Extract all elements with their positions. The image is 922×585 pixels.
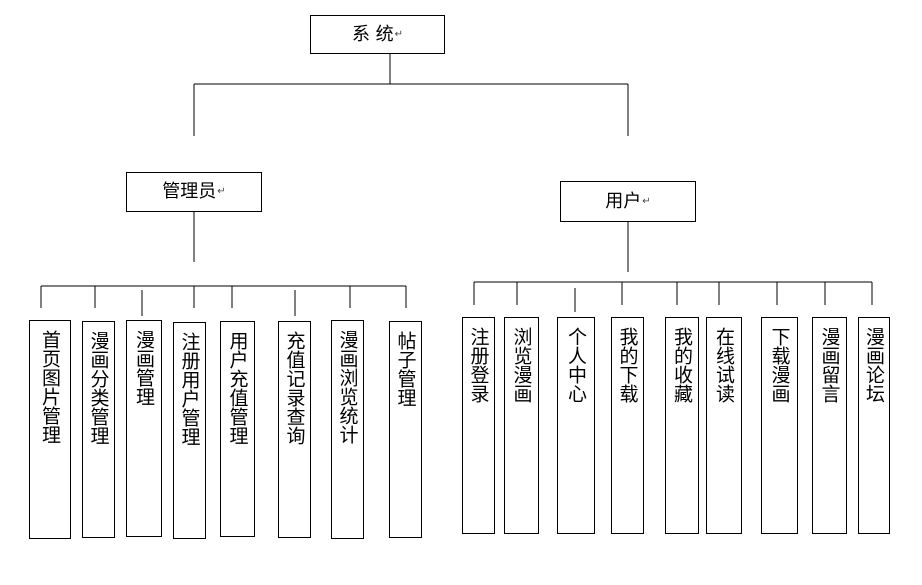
leaf-comic-management: 漫画管理 [126, 320, 162, 537]
leaf-label: 漫画管理 [133, 330, 155, 406]
leaf-label: 首页图片管理 [39, 330, 61, 444]
leaf-my-favorites: 我的收藏 [665, 317, 699, 534]
leaf-user-recharge-management: 用户充值管理 [220, 321, 255, 537]
leaf-label: 个人中心 [565, 327, 587, 403]
leaf-label: 漫画浏览统计 [336, 330, 359, 444]
paragraph-mark-icon: ↵ [394, 28, 404, 40]
leaf-online-preview: 在线试读 [706, 317, 742, 534]
leaf-label: 在线试读 [713, 327, 735, 403]
branch-admin-label: 管理员 [162, 181, 217, 202]
leaf-comic-category-management: 漫画分类管理 [82, 321, 115, 538]
leaf-label: 下载漫画 [768, 327, 791, 403]
leaf-label: 注册用户管理 [178, 332, 201, 446]
leaf-label: 浏览漫画 [510, 327, 533, 403]
leaf-personal-center: 个人中心 [557, 317, 595, 534]
leaf-comic-forum: 漫画论坛 [858, 317, 890, 534]
root-node-system: 系 统↵ [310, 15, 445, 54]
leaf-post-management: 帖子管理 [389, 321, 422, 538]
leaf-my-downloads: 我的下载 [611, 317, 644, 534]
leaf-browse-comics: 浏览漫画 [504, 317, 539, 534]
paragraph-mark-icon: ↵ [642, 195, 651, 207]
leaf-recharge-record-query: 充值记录查询 [278, 321, 311, 538]
root-label: 系 统 [351, 23, 394, 45]
leaf-registered-user-management: 注册用户管理 [173, 322, 206, 539]
leaf-register-login: 注册登录 [462, 317, 495, 534]
leaf-comic-browse-statistics: 漫画浏览统计 [331, 320, 364, 539]
leaf-label: 我的下载 [616, 327, 639, 403]
leaf-home-image-management: 首页图片管理 [29, 320, 71, 539]
leaf-comic-comments: 漫画留言 [812, 317, 847, 534]
leaf-label: 我的收藏 [671, 327, 693, 403]
leaf-label: 充值记录查询 [283, 331, 306, 445]
leaf-label: 帖子管理 [394, 331, 417, 407]
leaf-download-comics: 下载漫画 [761, 317, 798, 534]
leaf-label: 漫画留言 [818, 327, 841, 403]
leaf-label: 注册登录 [467, 327, 490, 403]
branch-node-admin: 管理员↵ [126, 172, 262, 212]
leaf-label: 用户充值管理 [226, 331, 249, 445]
paragraph-mark-icon: ↵ [217, 186, 226, 197]
leaf-label: 漫画分类管理 [87, 331, 110, 445]
branch-node-user: 用户↵ [560, 181, 696, 222]
leaf-label: 漫画论坛 [863, 327, 885, 403]
branch-user-label: 用户 [605, 190, 642, 212]
